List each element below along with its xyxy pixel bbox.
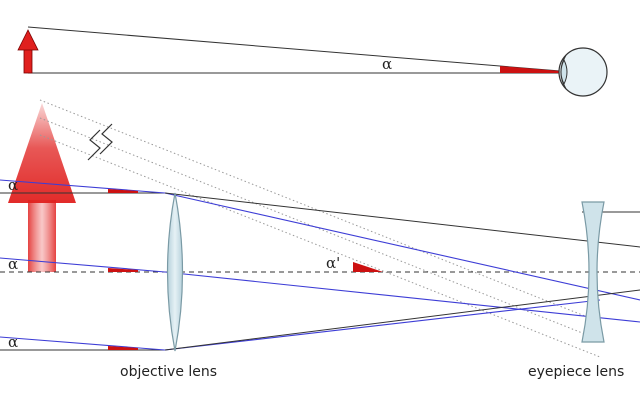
blue-ray-top-exit xyxy=(164,192,640,301)
eyepiece-lens-caption: eyepiece lens xyxy=(528,364,624,380)
blue-ray-middle xyxy=(0,257,166,273)
eyepiece-lens xyxy=(581,201,605,343)
angle-wedge-alpha-prime xyxy=(353,262,383,272)
angle-wedges-objective xyxy=(108,189,138,350)
blue-ray-top xyxy=(0,179,166,194)
objective-lens-caption: objective lens xyxy=(120,364,217,380)
dotted-reference-lines xyxy=(39,99,601,358)
alpha-label-ray1: α xyxy=(8,176,18,194)
blue-ray-bottom xyxy=(0,336,166,351)
telescope-view: α α α α' objective lens eyepiece lens xyxy=(0,99,640,380)
eye-icon xyxy=(558,47,608,97)
distant-object-arrow xyxy=(17,29,39,74)
blue-ray-middle-exit xyxy=(164,271,640,323)
alpha-label-ray3: α xyxy=(8,333,18,351)
angle-wedge-2 xyxy=(108,268,138,272)
objective-lens xyxy=(166,192,184,352)
naked-eye-view: α xyxy=(17,26,608,97)
alpha-label-top: α xyxy=(382,55,392,73)
angle-wedge-1 xyxy=(108,189,138,193)
break-symbol-icon xyxy=(87,123,113,161)
sight-line-upper xyxy=(27,26,561,72)
angle-wedge-3 xyxy=(108,346,138,350)
object-arrow xyxy=(8,103,76,272)
blue-rays xyxy=(0,179,640,351)
alpha-label-ray2: α xyxy=(8,255,18,273)
blue-ray-bottom-exit xyxy=(164,299,601,351)
alpha-prime-label: α' xyxy=(326,254,340,272)
angle-wedge-top xyxy=(500,66,560,73)
